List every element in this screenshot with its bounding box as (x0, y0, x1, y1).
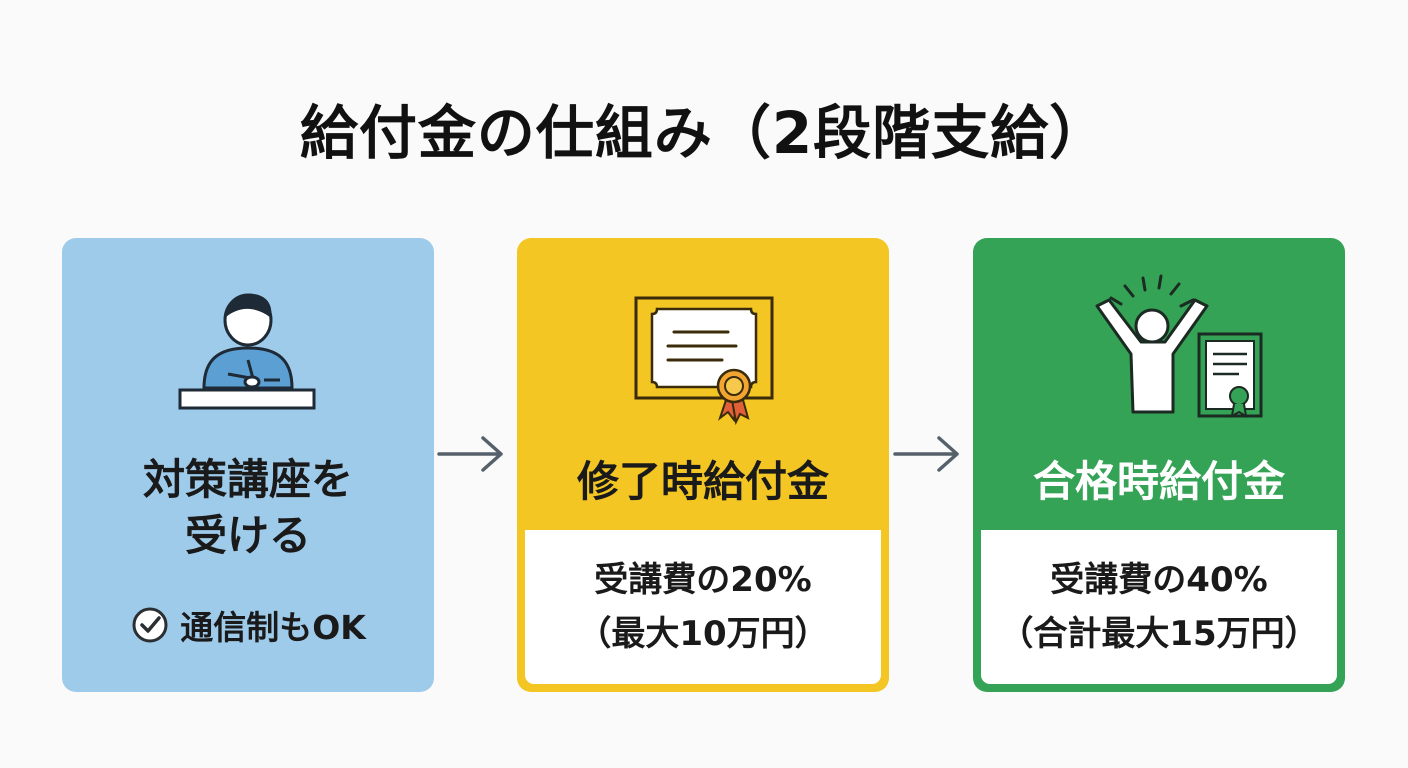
step-card-course: 対策講座を 受ける 通信制もOK (62, 238, 434, 692)
page-title: 給付金の仕組み（2段階支給） (299, 99, 1109, 167)
studying-person-icon (62, 278, 434, 428)
arrow-right-icon (437, 436, 503, 472)
step-title: 対策講座を 受ける (142, 455, 353, 560)
celebrating-person-certificate-icon (973, 274, 1345, 424)
check-circle-icon (132, 607, 168, 643)
step-card-pass: 合格時給付金 受講費の40% （合計最大15万円） (973, 238, 1345, 692)
benefit-amount-box: 受講費の40% （合計最大15万円） (981, 530, 1337, 684)
step-title: 修了時給付金 (576, 457, 829, 506)
certificate-icon (517, 290, 889, 440)
note-text: 通信制もOK (180, 608, 366, 647)
step-title: 合格時給付金 (1032, 457, 1285, 506)
online-ok-note: 通信制もOK (62, 601, 434, 649)
arrow-right-icon (893, 436, 959, 472)
step-card-completion: 修了時給付金 受講費の20% （最大10万円） (517, 238, 889, 692)
benefit-amount-box: 受講費の20% （最大10万円） (525, 530, 881, 684)
